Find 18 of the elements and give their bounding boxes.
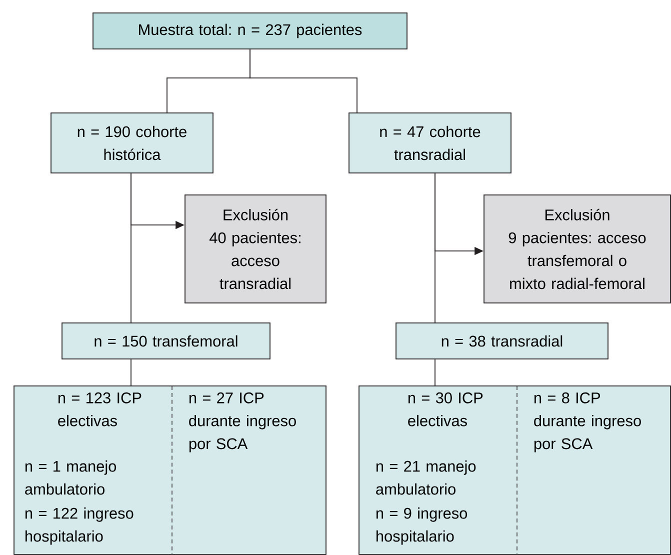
cell-text: n = 9 ingreso hospitalario <box>376 507 468 545</box>
connector-line <box>250 48 358 113</box>
exclusion-box: Exclusión 9 pacientes: acceso transfemoral o mixto radial-femoral <box>484 194 671 304</box>
cell-text: n = 30 ICP electivas <box>408 392 483 426</box>
cell-text: n = 27 ICP durante ingreso por SCA <box>189 392 296 452</box>
process-box: n = 190 cohorte histórica <box>50 112 214 174</box>
cell-text: n = 122 ingreso hospitalario <box>25 507 134 545</box>
process-box: n = 38 transradial <box>396 322 608 360</box>
connector-line <box>130 172 132 323</box>
cell-text: n = 8 ICP durante ingreso por SCA <box>534 392 641 452</box>
connector-line <box>434 172 436 323</box>
exclusion-box: Exclusión 40 pacientes: acceso transradial <box>184 194 326 304</box>
process-box: n = 150 transfemoral <box>62 322 270 360</box>
process-box: Muestra total: n = 237 pacientes <box>92 12 408 50</box>
connector-line <box>130 358 132 386</box>
connector-line <box>434 358 436 386</box>
process-box: n = 47 cohorte transradial <box>348 112 512 174</box>
cell-text: n = 123 ICP electivas <box>58 392 142 426</box>
